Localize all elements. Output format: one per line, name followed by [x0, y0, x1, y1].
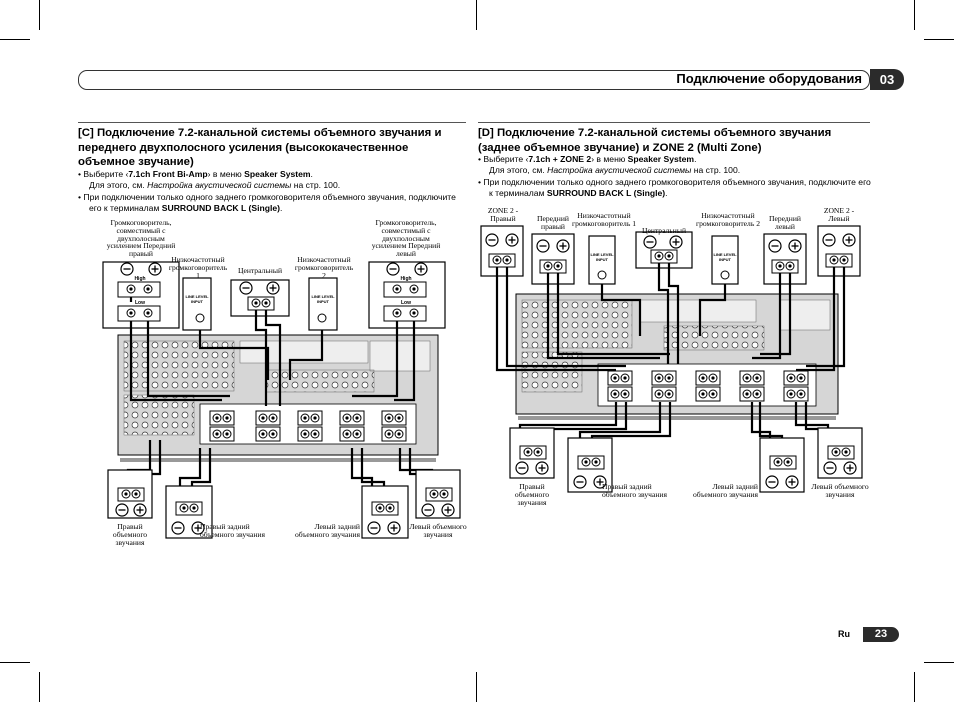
- section-d-bullet-2: • При подключении только одного заднего …: [478, 176, 871, 198]
- crop-mark-tr-h: [924, 39, 954, 40]
- section-d-bullet-1-ref: Для этого, см. Настройка акустической си…: [489, 165, 741, 176]
- wires-c: [126, 297, 446, 486]
- label-front-right-c: Громкоговоритель, совместимый с двухполо…: [106, 218, 176, 259]
- section-c-title: [C] Подключение 7.2-канальной системы об…: [78, 127, 442, 168]
- label-line-level-sub1-c: LINE LEVEL INPUT: [185, 294, 209, 304]
- speaker-center-d: [635, 231, 693, 269]
- page-number: 23: [863, 627, 899, 642]
- label-sub2-c: Низкочастотный громкоговоритель 2: [294, 255, 354, 280]
- label-line-level-sub2-c: LINE LEVEL INPUT: [311, 294, 335, 304]
- label-zone2-right: ZONE 2 - Правый: [487, 206, 519, 223]
- speaker-front-right: [102, 261, 180, 329]
- label-surr-left-d: Левый объемного звучания: [811, 482, 869, 499]
- label-surr-back-left-c: Левый задний объемного звучания: [295, 522, 360, 539]
- speaker-zone2-right: [480, 225, 524, 277]
- subwoofer-2-d: [711, 235, 739, 285]
- section-c-bullet-1-ref: Для этого, см. Настройка акустической си…: [89, 180, 341, 191]
- label-center-c: Центральный: [237, 266, 283, 275]
- crop-mark-br-h: [924, 662, 954, 663]
- label-sub2-d: Низкочастотный громкоговоритель 2: [695, 211, 761, 228]
- section-c-rule: [78, 122, 466, 123]
- speaker-front-right-d: [531, 233, 575, 285]
- label-low-left: Low: [401, 300, 411, 306]
- speaker-surround-right-d: [509, 427, 555, 479]
- label-high-left: High: [400, 276, 412, 282]
- section-d-title: [D] Подключение 7.2-канальной системы об…: [478, 127, 832, 154]
- label-sub1-c: Низкочастотный громкоговоритель 1: [168, 255, 228, 280]
- subwoofer-2: [308, 277, 338, 331]
- page-title: Подключение оборудования: [676, 71, 862, 86]
- label-surr-back-right-c: Правый задний объемного звучания: [200, 522, 265, 539]
- label-surr-left-c: Левый объемного звучания: [409, 522, 467, 539]
- speaker-surround-back-right: [165, 485, 213, 539]
- label-surr-right-c: Правый объемного звучания: [112, 522, 148, 547]
- crop-mark-tl-h: [0, 39, 30, 40]
- receiver-back-panel-c: [117, 334, 439, 462]
- crop-mark-br-v: [914, 672, 915, 702]
- crop-mark-tr-v: [914, 0, 915, 30]
- section-d-bullet-1: • Выберите ‹7.1ch + ZONE 2› в меню Speak…: [478, 154, 697, 164]
- subwoofer-1-d: [588, 235, 616, 285]
- section-c-bullet-2: • При подключении только одного заднего …: [78, 191, 456, 213]
- label-line-level-sub1-d: LINE LEVEL INPUT: [590, 252, 614, 262]
- speaker-surround-back-right-d: [567, 437, 613, 493]
- crop-mark-tm-v: [476, 0, 477, 30]
- speaker-surround-right: [107, 469, 153, 519]
- speaker-surround-left: [415, 469, 461, 519]
- label-sub1-d: Низкочастотный громкоговоритель 1: [571, 211, 637, 228]
- label-surr-right-d: Правый объемного звучания: [514, 482, 550, 507]
- crop-mark-bm-v: [476, 672, 477, 702]
- label-center-d: Центральный: [641, 226, 687, 235]
- subwoofer-1: [182, 277, 212, 331]
- label-zone2-left: ZONE 2 - Левый: [823, 206, 855, 223]
- label-front-left-d: Передний левый: [769, 214, 801, 231]
- settings-link[interactable]: Настройка акустической системы: [147, 180, 292, 191]
- speaker-front-left: [368, 261, 446, 329]
- speaker-surround-back-left: [361, 485, 409, 539]
- crop-mark-bl-v: [39, 672, 40, 702]
- label-low-right: Low: [135, 300, 145, 306]
- section-c-bullets: • Выберите ‹7.1ch Front Bi-Amp› в меню S…: [78, 169, 468, 214]
- label-surr-back-left-d: Левый задний объемного звучания: [693, 482, 758, 499]
- crop-mark-tl-v: [39, 0, 40, 30]
- label-high-right: High: [134, 276, 146, 282]
- section-d-bullets: • Выберите ‹7.1ch + ZONE 2› в меню Speak…: [478, 154, 873, 199]
- crop-mark-bl-h: [0, 662, 30, 663]
- section-c-bullet-1: • Выберите ‹7.1ch Front Bi-Amp› в меню S…: [78, 169, 313, 179]
- section-d-rule: [478, 122, 870, 123]
- label-surr-back-right-d: Правый задний объемного звучания: [602, 482, 667, 499]
- diagram-c: [102, 261, 461, 539]
- language-label: Ru: [838, 629, 850, 639]
- label-front-left-c: Громкоговоритель, совместимый с двухполо…: [371, 218, 441, 259]
- chapter-badge: 03: [870, 69, 904, 90]
- label-line-level-sub2-d: LINE LEVEL INPUT: [713, 252, 737, 262]
- speaker-front-left-d: [763, 233, 807, 285]
- speaker-surround-back-left-d: [759, 437, 805, 493]
- speaker-center: [230, 279, 290, 317]
- settings-link[interactable]: Настройка акустической системы: [547, 165, 692, 176]
- label-front-right-d: Передний правый: [537, 214, 569, 231]
- diagram-d: [480, 225, 863, 493]
- header-bar: [78, 70, 870, 90]
- speaker-surround-left-d: [817, 427, 863, 479]
- speaker-zone2-left: [817, 225, 861, 277]
